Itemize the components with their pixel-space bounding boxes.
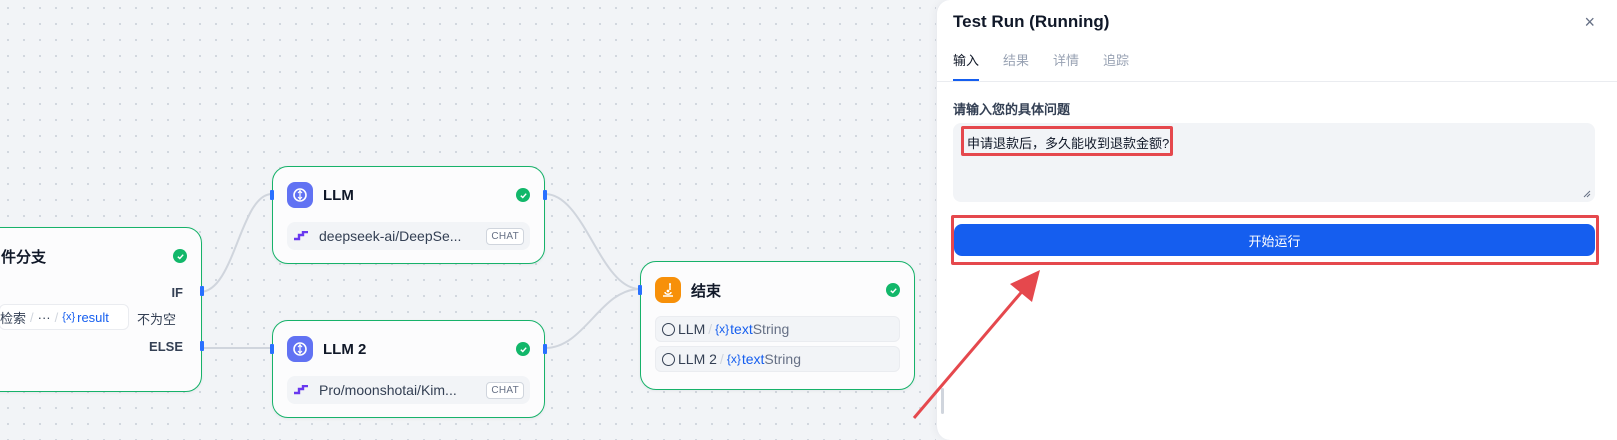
llm2-model-selector[interactable]: Pro/moonshotai/Kim... CHAT (287, 376, 530, 404)
if-output-handle[interactable] (200, 286, 204, 296)
end-output-row[interactable]: LLM 2 / {x} text String (655, 346, 900, 372)
end-output-row[interactable]: LLM / {x} text String (655, 316, 900, 342)
panel-resize-handle[interactable] (941, 388, 944, 414)
edge-llm-to-end (544, 193, 641, 290)
end-node-title: 结束 (691, 282, 722, 300)
tab-result[interactable]: 结果 (1003, 53, 1030, 68)
llm-node[interactable]: LLM deepseek-ai/DeepSe... CHAT (270, 166, 547, 264)
llm2-node[interactable]: LLM 2 Pro/moonshotai/Kim... CHAT (270, 320, 547, 418)
condition-node[interactable]: 件分支 IF 检索 / ··· / {x} result 不为空 ELSE (0, 227, 204, 392)
chat-badge: CHAT (486, 381, 524, 399)
end-node[interactable]: 结束 LLM / {x} text String LLM 2 / {x} tex… (638, 261, 915, 390)
condition-source: 检索 (0, 310, 27, 326)
llm-source-icon (662, 322, 675, 336)
panel-tabs: 输入 结果 详情 追踪 (953, 50, 1153, 81)
edge-llm2-to-end (544, 288, 641, 349)
condition-node-title: 件分支 (1, 248, 47, 266)
llm-model-selector[interactable]: deepseek-ai/DeepSe... CHAT (287, 222, 530, 250)
condition-expression[interactable]: 检索 / ··· / {x} result (0, 304, 129, 330)
llm-model-name: deepseek-ai/DeepSe... (319, 228, 462, 244)
else-output-handle[interactable] (200, 341, 204, 351)
end-node-icon (655, 277, 681, 303)
if-label: IF (171, 285, 183, 300)
workflow-edges (199, 193, 641, 349)
run-button-highlight-annotation (951, 215, 1599, 265)
else-label: ELSE (149, 339, 183, 354)
llm-source-icon (662, 352, 675, 366)
model-provider-icon (294, 231, 308, 241)
condition-ellipsis: ··· (37, 309, 51, 325)
variable-icon: {x} (62, 311, 76, 323)
llm-node-title: LLM (323, 186, 354, 204)
output-source: LLM 2 (678, 351, 717, 367)
edge-if-to-llm (199, 193, 273, 293)
question-input[interactable]: 申请退款后，多久能收到退款金额? (953, 123, 1595, 202)
llm2-output-handle[interactable] (543, 344, 547, 354)
end-input-handle[interactable] (638, 285, 642, 295)
output-variable: text (741, 351, 765, 367)
llm2-input-handle[interactable] (270, 344, 274, 354)
start-run-button[interactable]: 开始运行 (954, 224, 1595, 256)
variable-icon: {x} (715, 322, 730, 336)
success-check-icon (886, 283, 900, 297)
resize-grip-icon[interactable] (1583, 190, 1591, 198)
model-provider-icon (294, 385, 308, 395)
llm-input-handle[interactable] (270, 190, 274, 200)
llm-node-icon (287, 182, 313, 208)
question-input-value: 申请退款后，多久能收到退款金额? (967, 136, 1170, 151)
llm2-node-title: LLM 2 (323, 340, 367, 358)
close-icon[interactable]: × (1584, 12, 1595, 32)
success-check-icon (516, 342, 530, 356)
condition-operator: 不为空 (137, 312, 177, 327)
success-check-icon (516, 188, 530, 202)
question-field-label: 请输入您的具体问题 (953, 102, 1071, 117)
tab-detail[interactable]: 详情 (1053, 53, 1080, 68)
success-check-icon (173, 249, 187, 263)
workflow-canvas[interactable]: 件分支 IF 检索 / ··· / {x} result 不为空 ELSE LL… (0, 0, 936, 440)
output-type: String (764, 351, 801, 367)
output-source: LLM (678, 321, 706, 337)
llm2-node-icon (287, 336, 313, 362)
llm-output-handle[interactable] (543, 190, 547, 200)
panel-title: Test Run (Running) (953, 12, 1110, 31)
output-type: String (752, 321, 790, 337)
output-variable: text (730, 321, 753, 337)
condition-variable: result (77, 309, 109, 325)
tab-divider (937, 81, 1617, 82)
chat-badge: CHAT (486, 227, 524, 245)
llm2-model-name: Pro/moonshotai/Kim... (319, 382, 457, 398)
tab-input[interactable]: 输入 (953, 50, 980, 81)
variable-icon: {x} (726, 352, 741, 366)
test-run-panel: Test Run (Running) × 输入 结果 详情 追踪 请输入您的具体… (936, 0, 1617, 440)
tab-trace[interactable]: 追踪 (1103, 53, 1130, 68)
input-highlight-annotation (961, 126, 1173, 156)
